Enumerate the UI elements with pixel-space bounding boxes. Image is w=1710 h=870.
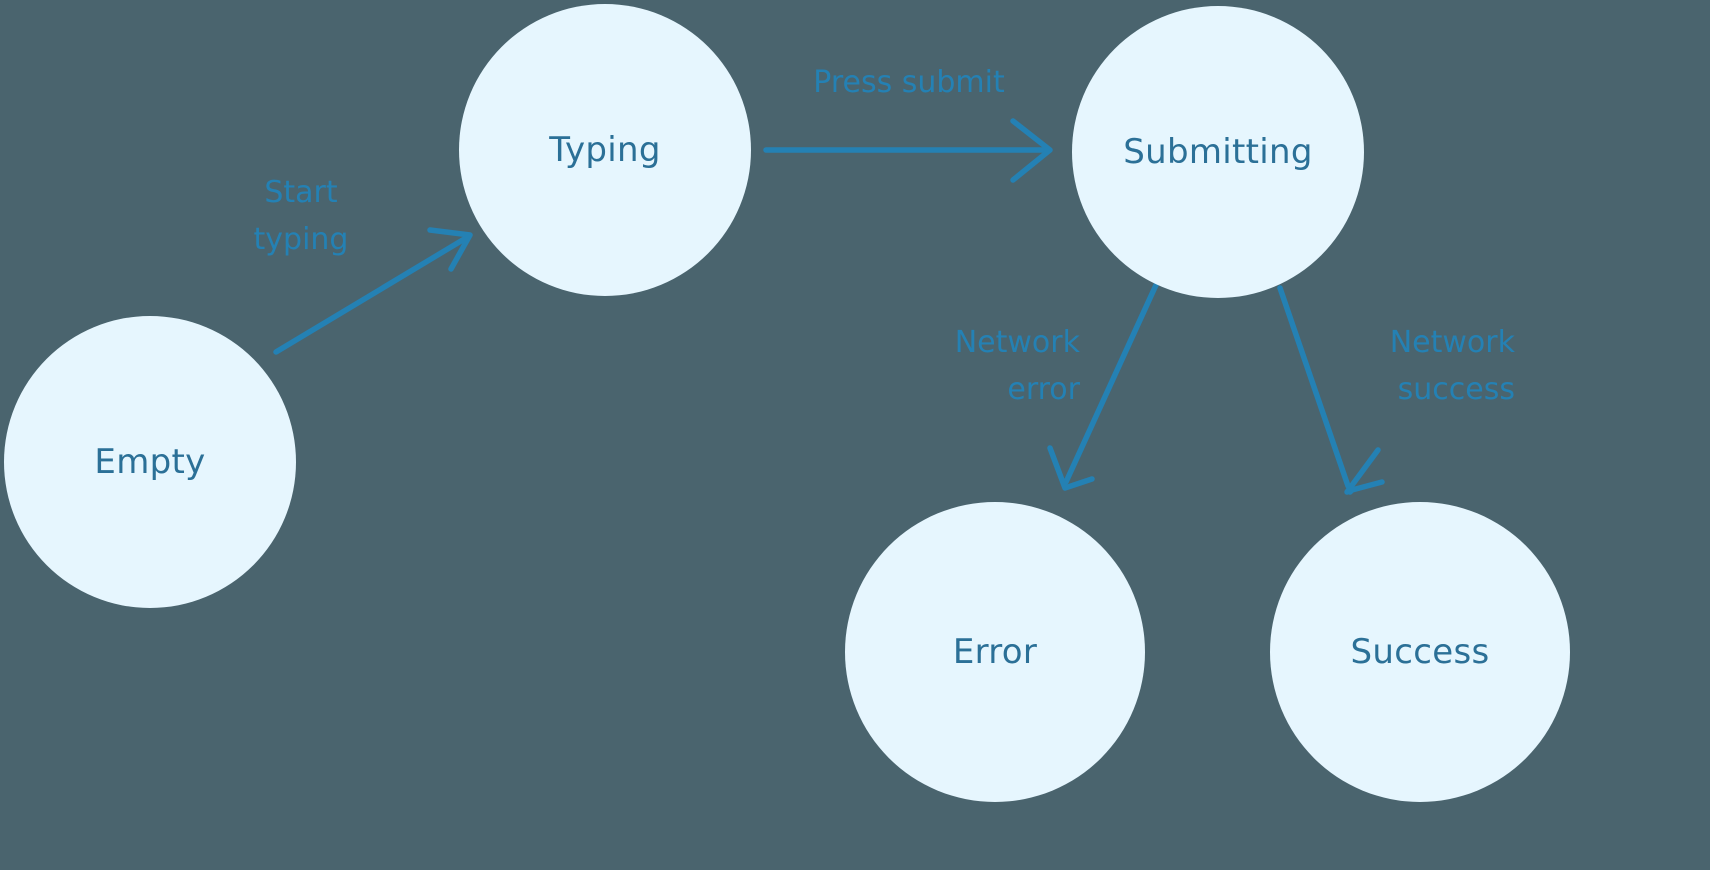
arrowhead-icon	[1047, 445, 1095, 491]
edge-typing-to-submitting	[763, 118, 1053, 183]
arrowhead-icon-right-barb	[1344, 447, 1381, 495]
node-empty[interactable]: Empty	[4, 316, 296, 608]
node-label-empty: Empty	[94, 442, 206, 482]
arrowhead-icon	[427, 227, 473, 272]
node-submitting[interactable]: Submitting	[1072, 6, 1364, 298]
node-typing[interactable]: Typing	[459, 4, 751, 296]
node-label-success: Success	[1350, 632, 1490, 672]
edge-label-network-error: Network error	[954, 325, 1080, 407]
arrowhead-icon	[1010, 118, 1053, 183]
node-error[interactable]: Error	[845, 502, 1145, 802]
node-label-error: Error	[952, 632, 1038, 672]
node-label-submitting: Submitting	[1123, 132, 1313, 172]
edge-label-start-typing: Start typing	[253, 175, 349, 257]
node-label-typing: Typing	[549, 130, 661, 170]
node-success[interactable]: Success	[1270, 502, 1570, 802]
edge-label-network-success: Network success	[1389, 325, 1515, 407]
edge-label-press-submit: Press submit	[813, 65, 1005, 100]
arrowhead-icon-left-barb	[1347, 479, 1385, 495]
